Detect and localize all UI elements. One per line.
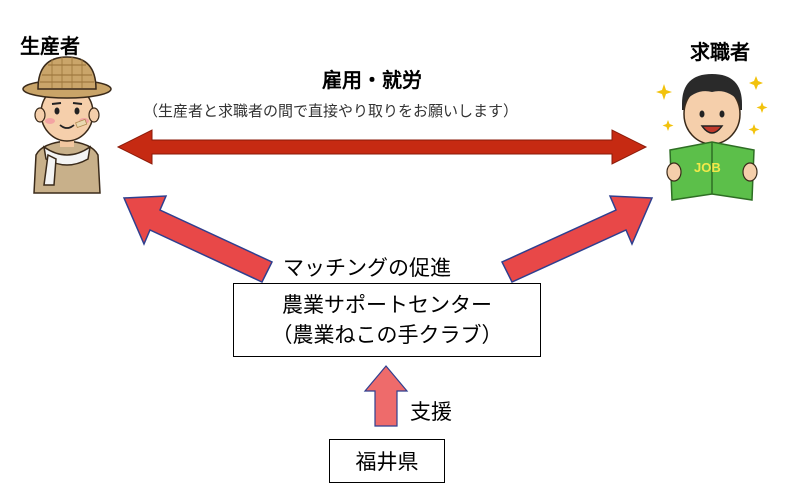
job-book-text: JOB: [694, 160, 721, 175]
prefecture-box: 福井県: [329, 439, 445, 483]
support-center-box: 農業サポートセンター （農業ねこの手クラブ）: [233, 283, 541, 357]
prefecture-name: 福井県: [355, 450, 419, 474]
job-seeker-illustration: JOB: [656, 74, 768, 201]
support-center-club: （農業ねこの手クラブ）: [271, 323, 503, 347]
employment-note: （生産者と求職者の間で直接やり取りをお願いします）: [143, 102, 519, 120]
producer-label: 生産者: [20, 34, 80, 58]
matching-label: マッチングの促進: [283, 256, 451, 280]
job-seeker-label: 求職者: [690, 40, 750, 64]
support-label: 支援: [410, 400, 452, 424]
producer-farmer-illustration: [22, 56, 112, 194]
employment-title: 雇用・就労: [322, 68, 422, 92]
support-center-name: 農業サポートセンター: [282, 293, 492, 317]
